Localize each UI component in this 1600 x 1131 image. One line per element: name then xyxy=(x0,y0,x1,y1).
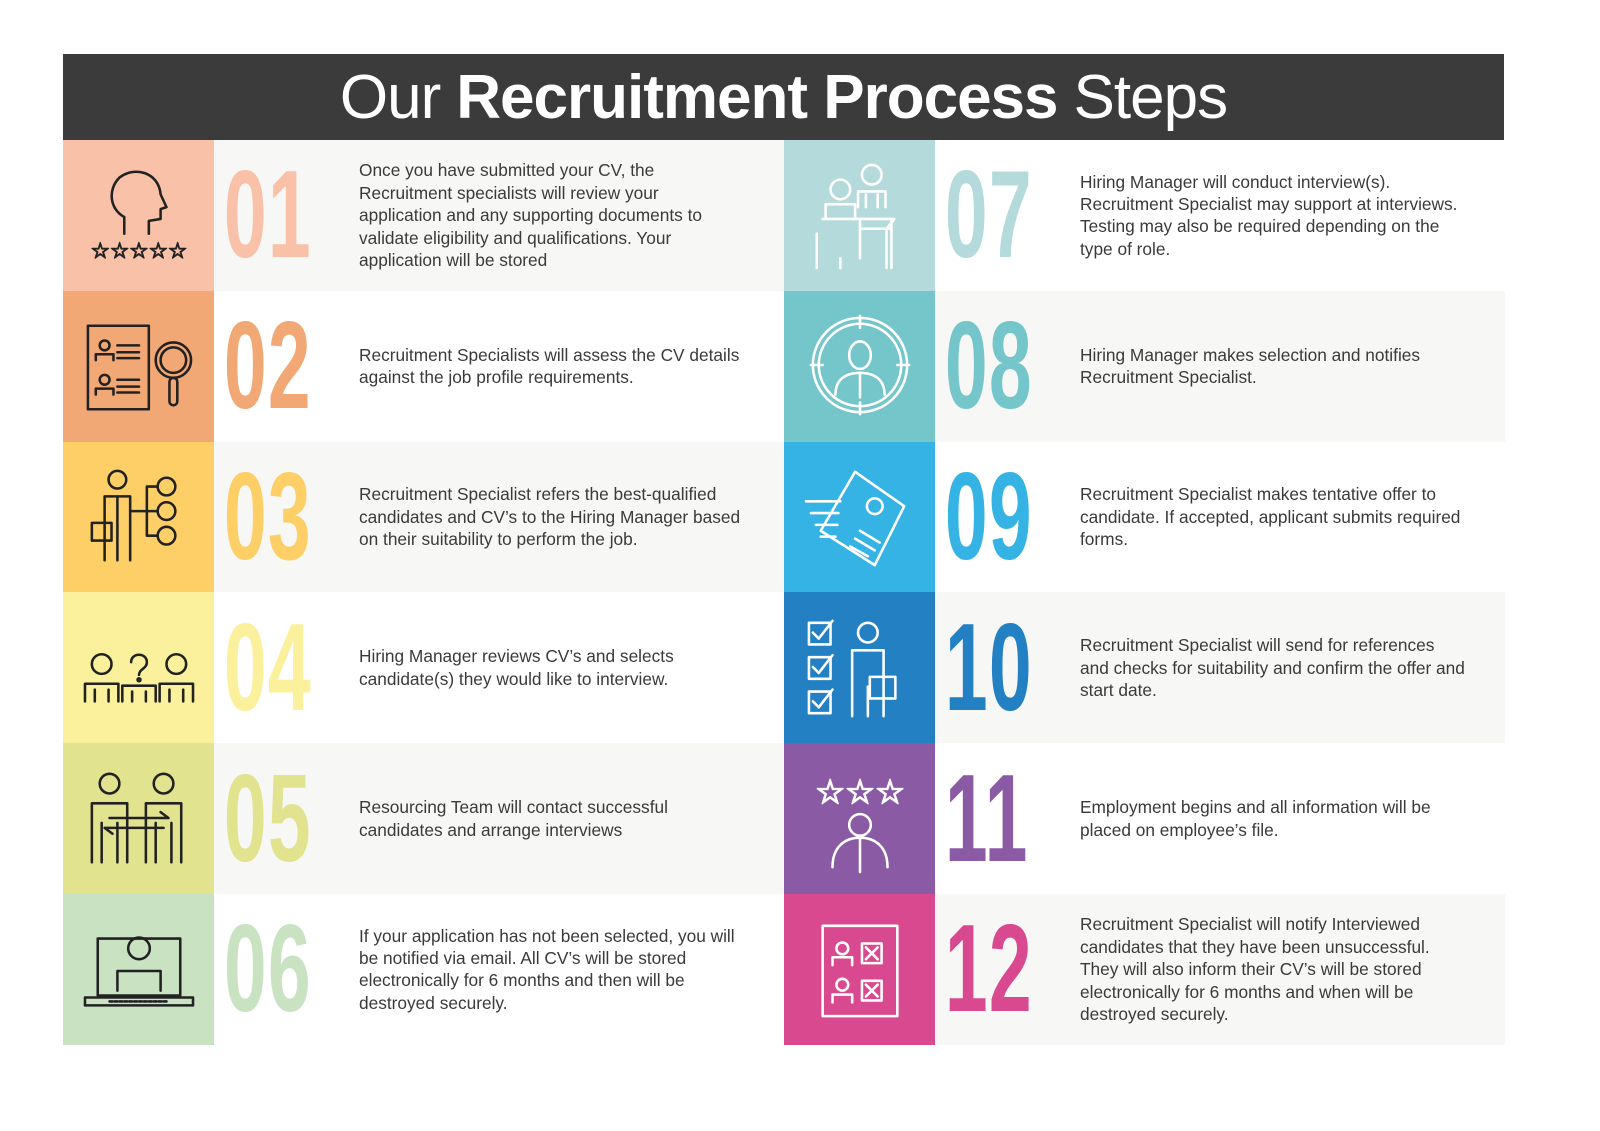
step-description: Recruitment Specialist refers the best-q… xyxy=(359,484,741,550)
step-row-03: 03 Recruitment Specialist refers the best… xyxy=(63,441,784,593)
candidates-question-icon xyxy=(83,652,194,703)
step-body: 06 If your application has not been selec… xyxy=(214,893,784,1045)
people-exchange-icon xyxy=(90,772,183,864)
step-icon-box xyxy=(784,592,935,744)
title-post: Steps xyxy=(1073,62,1229,132)
target-person-icon xyxy=(809,314,910,416)
step-number: 06 xyxy=(223,900,312,1039)
step-number: 05 xyxy=(223,749,312,888)
step-number: 07 xyxy=(944,146,1033,285)
step-description: Recruitment Specialists will assess the … xyxy=(359,344,740,388)
step-description: Recruitment Specialist will send for ref… xyxy=(1080,635,1465,700)
step-row-08: 08 Hiring Manager makes selection and not… xyxy=(784,290,1505,442)
svg-text:☆☆☆☆☆: ☆☆☆☆☆ xyxy=(90,239,187,264)
step-icon-box xyxy=(784,290,935,442)
step-icon-box: ☆☆☆ xyxy=(784,743,935,894)
cv-search-icon xyxy=(86,324,192,411)
step-body: 10 Recruitment Specialist will send for r… xyxy=(935,592,1505,744)
step-body: 09 Recruitment Specialist makes tentative… xyxy=(935,441,1505,593)
step-number: 02 xyxy=(223,297,312,436)
step-number: 03 xyxy=(223,447,312,586)
laptop-person-icon xyxy=(83,936,194,1007)
step-icon-box xyxy=(784,893,935,1045)
step-icon-box xyxy=(784,441,935,593)
step-row-12: 12 Recruitment Specialist will notify Int… xyxy=(784,893,1505,1045)
step-body: 05 Resourcing Team will contact successfu… xyxy=(214,743,784,894)
star-employee-icon: ☆☆☆ xyxy=(814,773,905,873)
step-description: Employment begins and all information wi… xyxy=(1080,797,1431,840)
step-body: 01 Once you have submitted your CV, the R… xyxy=(214,140,784,291)
step-description: Hiring Manager makes selection and notif… xyxy=(1080,344,1421,388)
checklist-person-icon xyxy=(807,619,897,718)
step-icon-box xyxy=(784,140,935,291)
step-row-11: ☆☆☆ 11 Employment begins and all informati… xyxy=(784,743,1505,894)
step-number: 12 xyxy=(944,900,1033,1039)
step-body: 07 Hiring Manager will conduct interview(… xyxy=(935,140,1505,291)
step-number: 10 xyxy=(944,598,1033,737)
sent-document-icon xyxy=(804,470,905,567)
step-icon-box xyxy=(63,592,214,744)
step-description: Hiring Manager reviews CV’s and selects … xyxy=(359,646,674,689)
step-description: Once you have submitted your CV, the Rec… xyxy=(359,160,702,270)
step-row-04: 04 Hiring Manager reviews CV’s and select… xyxy=(63,592,784,744)
step-icon-box: ☆☆☆☆☆ xyxy=(63,140,214,291)
step-description: Recruitment Specialist makes tentative o… xyxy=(1080,484,1461,550)
steps-right-column: 07 Hiring Manager will conduct interview(… xyxy=(784,140,1505,1045)
page-title: Our Recruitment Process Steps xyxy=(63,54,1504,140)
step-number: 04 xyxy=(223,598,312,737)
svg-text:☆☆☆: ☆☆☆ xyxy=(815,774,905,811)
step-body: 12 Recruitment Specialist will notify Int… xyxy=(935,893,1505,1045)
head-rating-icon: ☆☆☆☆☆ xyxy=(89,170,188,264)
step-body: 04 Hiring Manager reviews CV’s and select… xyxy=(214,592,784,744)
title-bold: Recruitment Process xyxy=(456,62,1058,132)
step-number: 09 xyxy=(944,447,1033,586)
step-description: Hiring Manager will conduct interview(s)… xyxy=(1080,171,1458,259)
step-icon-box xyxy=(63,441,214,593)
step-number: 01 xyxy=(223,146,312,285)
step-description: Resourcing Team will contact successful … xyxy=(359,797,668,840)
step-description: Recruitment Specialist will notify Inter… xyxy=(1080,914,1430,1024)
step-row-09: 09 Recruitment Specialist makes tentative… xyxy=(784,441,1505,593)
step-row-02: 02 Recruitment Specialists will assess th… xyxy=(63,290,784,442)
step-row-06: 06 If your application has not been selec… xyxy=(63,893,784,1045)
step-body: 08 Hiring Manager makes selection and not… xyxy=(935,290,1505,442)
title-pre: Our xyxy=(339,62,441,132)
step-body: 03 Recruitment Specialist refers the best… xyxy=(214,441,784,593)
interview-desk-icon xyxy=(815,164,896,270)
step-row-10: 10 Recruitment Specialist will send for r… xyxy=(784,592,1505,744)
candidate-options-icon xyxy=(90,469,177,562)
step-icon-box xyxy=(63,893,214,1045)
step-number: 11 xyxy=(944,749,1029,888)
step-row-05: 05 Resourcing Team will contact successfu… xyxy=(63,743,784,894)
rejected-candidates-icon xyxy=(820,924,899,1018)
step-number: 08 xyxy=(944,297,1033,436)
step-row-07: 07 Hiring Manager will conduct interview(… xyxy=(784,140,1505,291)
step-row-01: ☆☆☆☆☆ 01 Once you have submitted your CV, … xyxy=(63,140,784,291)
step-description: If your application has not been selecte… xyxy=(359,925,735,1013)
step-icon-box xyxy=(63,290,214,442)
step-icon-box xyxy=(63,743,214,894)
step-body: 11 Employment begins and all information … xyxy=(935,743,1505,894)
steps-left-column: ☆☆☆☆☆ 01 Once you have submitted your CV, … xyxy=(63,140,784,1045)
step-body: 02 Recruitment Specialists will assess th… xyxy=(214,290,784,442)
